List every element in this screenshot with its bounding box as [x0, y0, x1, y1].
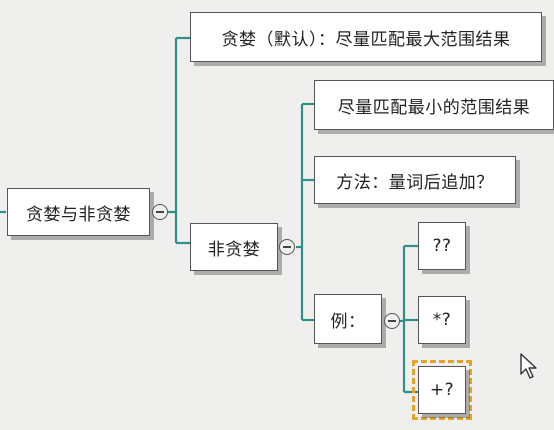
mouse-pointer-icon [520, 353, 537, 379]
node-greedy[interactable]: 贪婪（默认）：尽量匹配最大范围结果 [190, 12, 542, 62]
node-min-match[interactable]: 尽量匹配最小的范围结果 [314, 80, 554, 130]
node-example-lazy-star[interactable]: *? [418, 296, 466, 344]
node-method[interactable]: 方法：量词后追加？ [314, 156, 516, 204]
selection-highlight [412, 360, 472, 420]
collapse-minus-icon[interactable] [384, 313, 400, 329]
node-example-lazy-optional[interactable]: ?? [418, 222, 466, 270]
collapse-minus-icon[interactable] [279, 239, 295, 255]
collapse-minus-icon[interactable] [152, 204, 168, 220]
node-root[interactable]: 贪婪与非贪婪 [7, 188, 150, 236]
node-nongreedy[interactable]: 非贪婪 [190, 223, 278, 271]
node-example[interactable]: 例： [314, 294, 382, 344]
node-example-lazy-plus[interactable]: +? [418, 366, 466, 414]
